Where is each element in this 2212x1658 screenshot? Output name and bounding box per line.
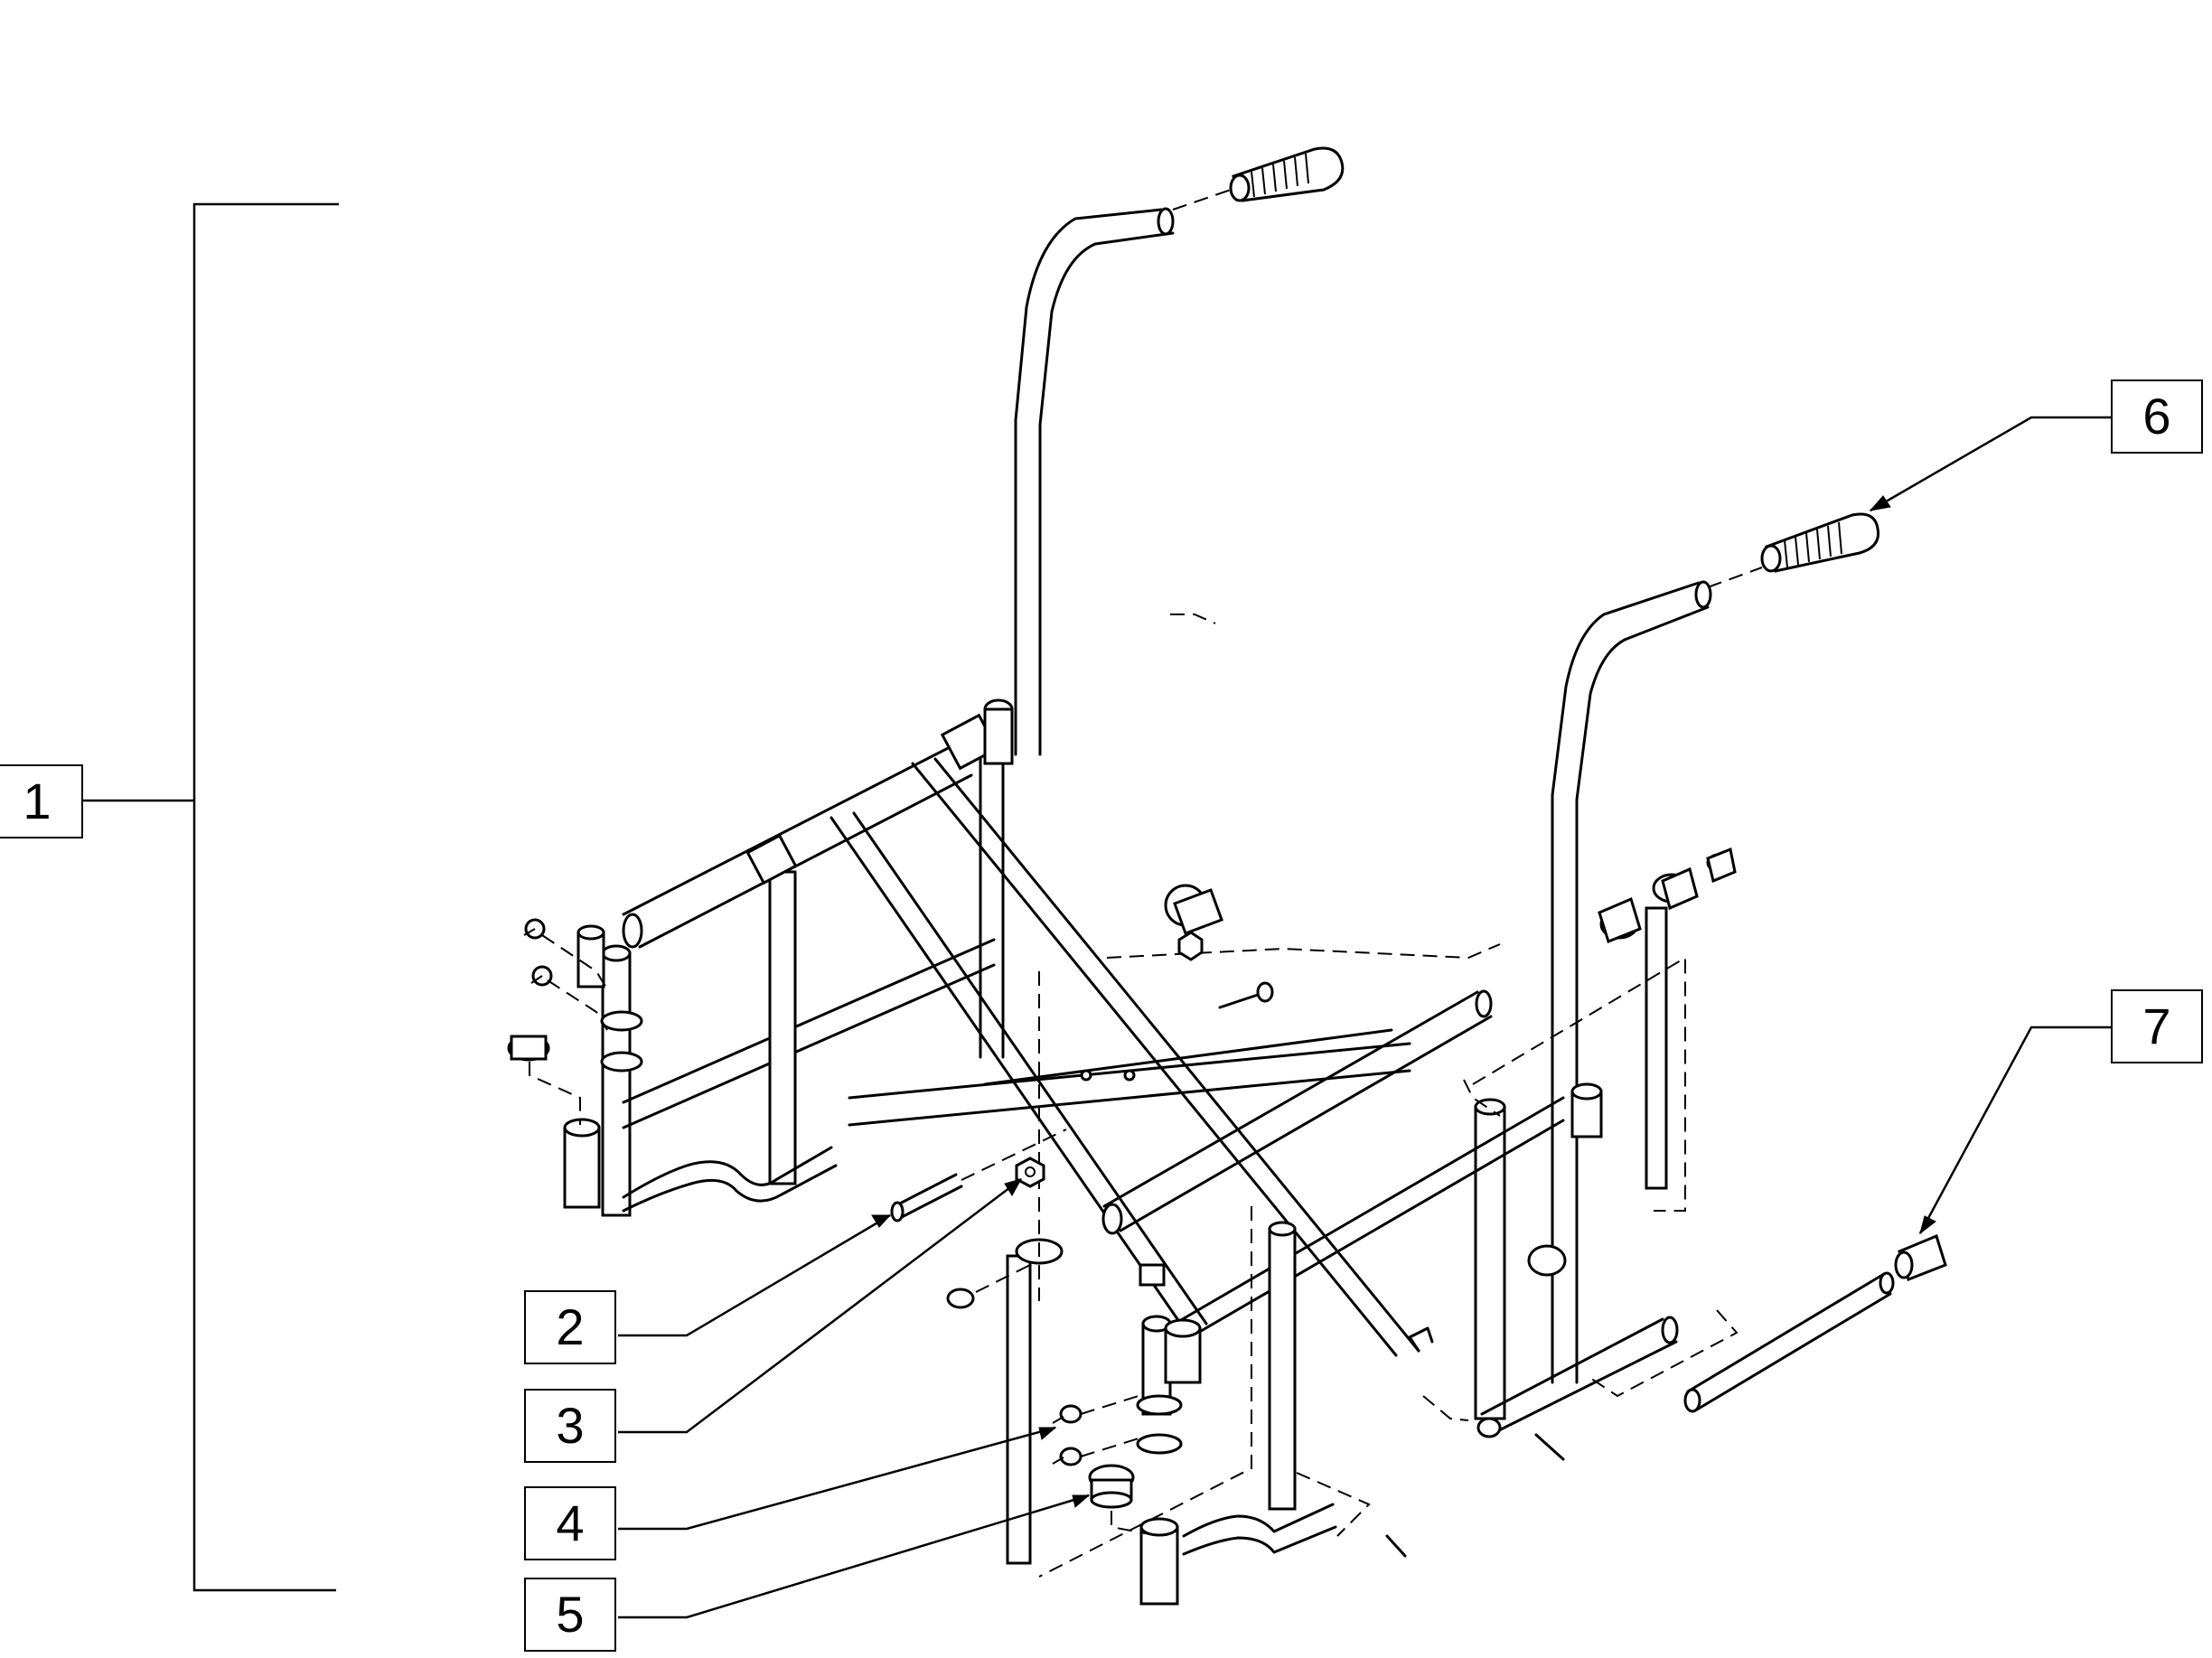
handgrip-left [1172,146,1345,211]
callout-7-label: 7 [2142,998,2171,1054]
callout-6-label: 6 [2142,388,2171,445]
callout-3: 3 [524,1389,616,1463]
bushings [1173,847,1737,943]
end-cap-and-tube [1683,1233,1947,1413]
callout-7: 7 [2111,989,2203,1063]
leaders [618,416,2114,1619]
callout-2-label: 2 [556,1298,585,1355]
callout-1: 1 [0,764,83,838]
left-side-frame [507,207,1175,1217]
callout-4-label: 4 [556,1494,585,1551]
knob-screws [1052,1395,1139,1466]
cross-brace [830,757,1493,1357]
handgrip-right [1760,512,1880,573]
callout-3-label: 3 [556,1397,585,1454]
callout-5-label: 5 [556,1586,585,1643]
callout-6: 6 [2111,379,2203,454]
callout-5: 5 [524,1578,616,1652]
callout-1-label: 1 [23,773,52,829]
pivot-bolt [890,1129,1067,1222]
callout-4: 4 [524,1486,616,1560]
callout-2: 2 [524,1290,616,1364]
assembly-bracket [83,202,339,1592]
locknut [1015,931,1204,1188]
tube-plug [1088,1464,1160,1537]
